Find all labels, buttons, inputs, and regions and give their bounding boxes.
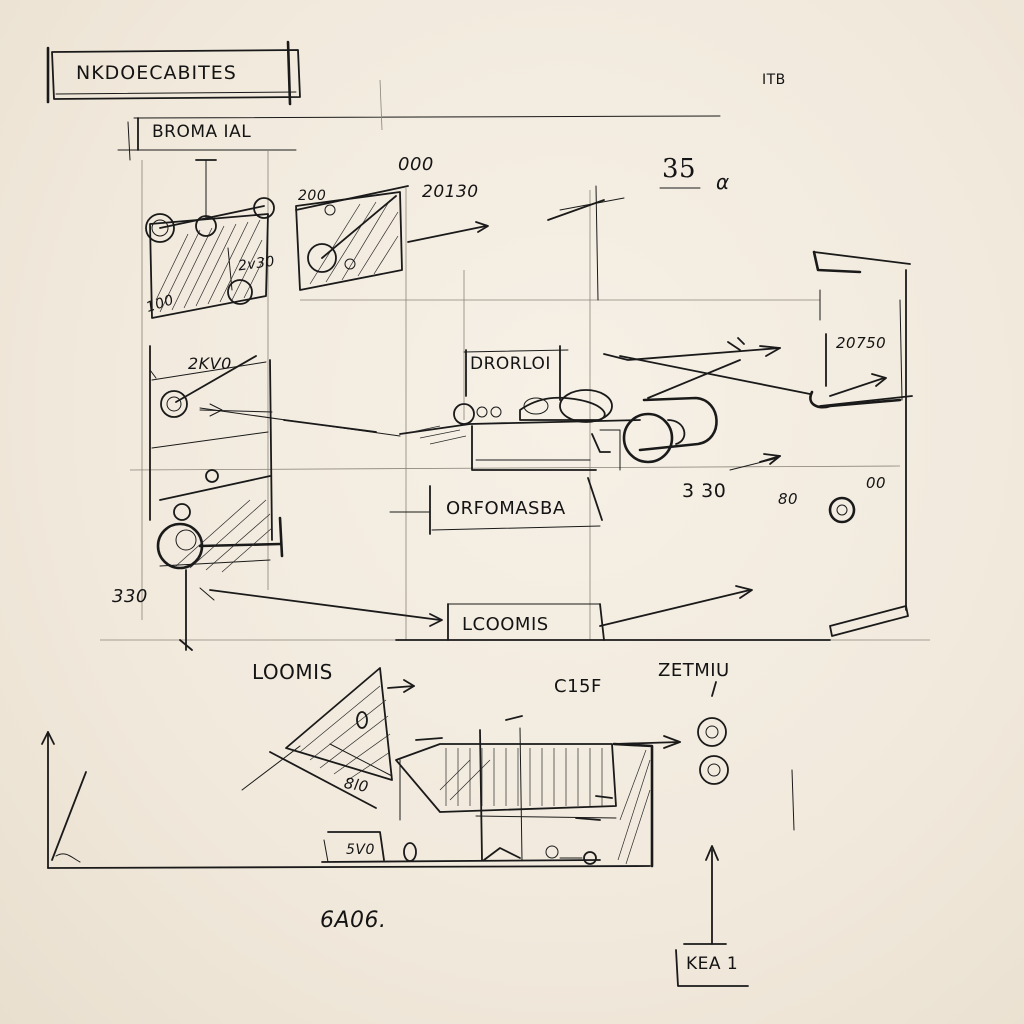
degree-b: 00 bbox=[866, 474, 887, 492]
left-panel-number: 2KV0 bbox=[188, 354, 232, 373]
guide-line-top bbox=[133, 115, 721, 119]
title-frame bbox=[46, 40, 301, 106]
left-panel bbox=[149, 345, 284, 651]
alpha-mark: α bbox=[716, 170, 730, 194]
degree-a: 80 bbox=[778, 490, 799, 508]
section-label: BROMA IAL bbox=[152, 122, 252, 142]
top-small: 200 bbox=[298, 188, 327, 204]
lower-mid-label: C15F bbox=[554, 676, 602, 697]
top-year: 20130 bbox=[422, 182, 479, 202]
left-bottom-number: 330 bbox=[112, 586, 148, 607]
lower-right-label: ZETMIU bbox=[658, 660, 730, 681]
mid-number: 3 30 bbox=[682, 480, 727, 502]
right-bracket bbox=[737, 250, 913, 637]
big-number: 35 bbox=[662, 154, 697, 184]
footer-left: 6A06. bbox=[320, 908, 387, 933]
corner-mark: ITB bbox=[762, 72, 786, 88]
footer-box-label: KEA 1 bbox=[686, 954, 739, 974]
lower-section bbox=[41, 667, 795, 987]
right-number: 20750 bbox=[836, 334, 887, 352]
mechanism-1 bbox=[145, 159, 275, 319]
arrow-to-lcoomis bbox=[209, 589, 441, 621]
title-label: NKDOECABITES bbox=[76, 62, 237, 84]
center-caption: ORFOMASBA bbox=[446, 498, 566, 519]
top-counter: 000 bbox=[398, 154, 434, 175]
lower-small: 5V0 bbox=[346, 842, 375, 858]
lower-left-label: LOOMIS bbox=[252, 660, 333, 684]
bottom-box-label: LCOOMIS bbox=[462, 614, 549, 635]
mechanism-2 bbox=[295, 185, 489, 291]
center-box-label: DRORLOI bbox=[470, 354, 551, 374]
center-assembly bbox=[199, 341, 811, 471]
